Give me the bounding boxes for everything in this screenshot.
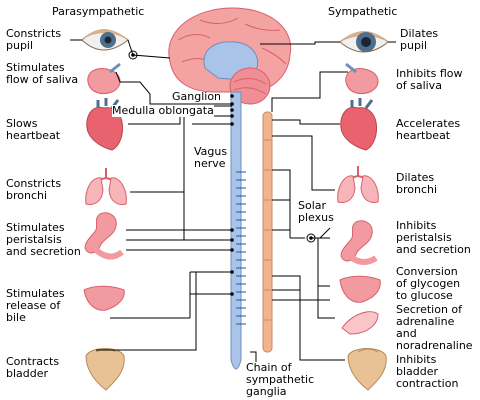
label-accelerates-heartbeat: Accelerates heartbeat: [396, 117, 461, 142]
right-heart-icon: [340, 98, 377, 151]
right-stomach-intestine-icon: [340, 220, 378, 265]
label-secretion-of-adrenaline: Secretion of adrenaline and noradrenalin…: [396, 303, 473, 352]
left-liver-icon: [83, 285, 125, 311]
label-slows-heartbeat: Slows heartbeat: [6, 117, 61, 142]
connector-dots: [131, 53, 313, 296]
right-adrenal-gland-icon: [341, 311, 379, 335]
label-stimulates-flow-of-saliva: Stimulates flow of saliva: [6, 61, 79, 86]
label-vagus-nerve: Vagus nerve: [194, 145, 228, 170]
left-stomach-intestine-icon: [84, 212, 124, 260]
brain: [168, 7, 292, 105]
label-constricts-bronchi: Constricts bronchi: [6, 177, 62, 202]
label-inhibits-bladder-contraction: Inhibits bladder contraction: [396, 353, 459, 390]
sympathetic-ganglia-chain: [262, 111, 273, 353]
spinal-nerve-ticks: [236, 171, 246, 325]
right-liver-icon: [339, 275, 381, 303]
left-lungs-icon: [85, 168, 127, 205]
right-lungs-icon: [337, 166, 379, 203]
left-salivary-gland-icon: [87, 62, 121, 95]
left-bladder-icon: [85, 348, 125, 391]
label-constricts-pupil: Constricts pupil: [6, 27, 62, 52]
label-stimulates-peristalsis: Stimulates peristalsis and secretion: [6, 221, 81, 258]
label-dilates-bronchi: Dilates bronchi: [396, 171, 438, 196]
left-eye-icon: [81, 29, 129, 51]
label-inhibits-peristalsis: Inhibits peristalsis and secretion: [396, 219, 471, 256]
label-contracts-bladder: Contracts bladder: [6, 355, 60, 380]
left-heart-icon: [86, 98, 123, 151]
label-chain-of-sympathetic-ganglia: Chain of sympathetic ganglia: [246, 361, 315, 398]
label-stimulates-release-of-bile: Stimulates release of bile: [6, 287, 65, 324]
label-inhibits-flow-of-saliva: Inhibits flow of saliva: [396, 67, 463, 92]
label-solar-plexus: Solar plexus: [298, 199, 334, 224]
label-ganglion: Ganglion: [172, 90, 222, 103]
label-dilates-pupil: Dilates pupil: [400, 27, 439, 52]
right-eye-icon: [339, 31, 389, 53]
label-conversion-of-glycogen: Conversion of glycogen to glucose: [396, 265, 461, 302]
right-salivary-gland-icon: [345, 62, 379, 95]
title-parasympathetic: Parasympathetic: [52, 5, 145, 18]
right-bladder-icon: [347, 348, 387, 391]
title-sympathetic: Sympathetic: [328, 5, 398, 18]
label-medulla-oblongata: Medulla oblongata: [112, 104, 214, 117]
